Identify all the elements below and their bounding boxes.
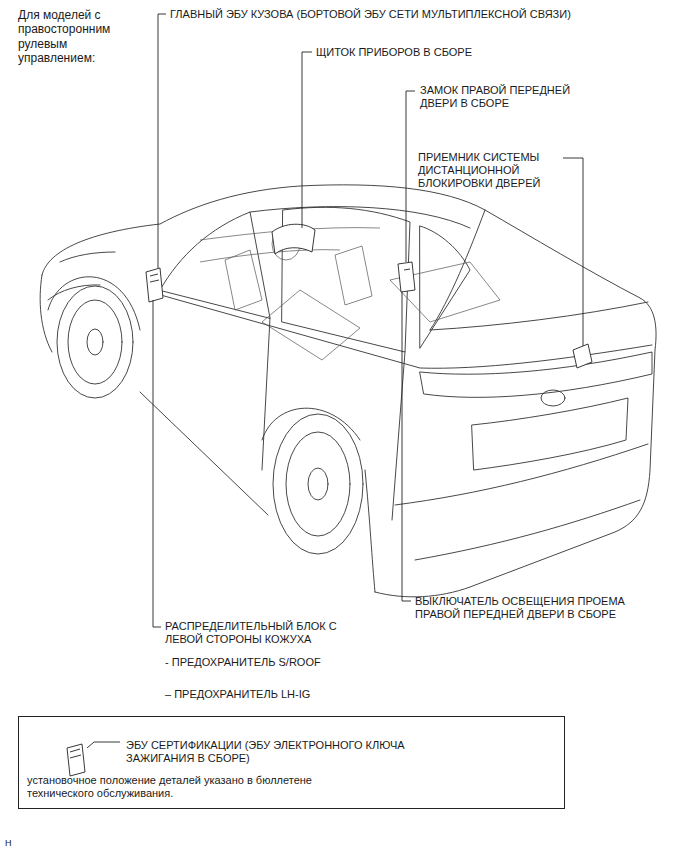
component bbox=[272, 224, 315, 254]
leader-line bbox=[406, 91, 415, 262]
car-body bbox=[150, 292, 652, 368]
car-body bbox=[395, 444, 648, 505]
car-body bbox=[57, 286, 133, 398]
car-body bbox=[48, 277, 140, 330]
car-body bbox=[415, 500, 640, 560]
note-text: установочное положение деталей указано в… bbox=[27, 774, 375, 800]
leader-line bbox=[87, 14, 583, 748]
car-body bbox=[87, 329, 103, 355]
car-body bbox=[40, 185, 656, 597]
ecu-icon bbox=[67, 744, 85, 776]
part-label: РАСПРЕДЕЛИТЕЛЬНЫЙ БЛОК С ЛЕВОЙ СТОРОНЫ К… bbox=[165, 620, 361, 646]
car-body bbox=[273, 414, 363, 554]
part-label: ПРИЕМНИК СИСТЕМЫ ДИСТАНЦИОННОЙ БЛОКИРОВК… bbox=[418, 151, 560, 191]
note-box: ЭБУ СЕРТИФИКАЦИИ (ЭБУ ЭЛЕКТРОННОГО КЛЮЧА… bbox=[18, 716, 565, 809]
interior bbox=[200, 250, 340, 262]
component bbox=[398, 262, 415, 292]
car-body bbox=[140, 392, 268, 515]
car-body bbox=[262, 318, 270, 470]
ecu-icon bbox=[70, 749, 81, 758]
leader-line bbox=[402, 292, 411, 601]
car-body bbox=[420, 226, 470, 348]
leader-line bbox=[153, 300, 161, 627]
interior bbox=[390, 262, 500, 322]
part-label: - ПРЕДОХРАНИТЕЛЬ S/ROOF bbox=[165, 656, 321, 669]
page-mark: H bbox=[5, 838, 12, 849]
component bbox=[404, 269, 410, 270]
component bbox=[146, 268, 163, 302]
figure-title: Для моделей с правосторонним рулевым упр… bbox=[18, 8, 120, 66]
car-body bbox=[42, 185, 656, 597]
car-body bbox=[430, 302, 648, 330]
leader-line bbox=[302, 52, 312, 228]
ecu-icon bbox=[67, 744, 85, 776]
part-label: ГЛАВНЫЙ ЭБУ КУЗОВА (БОРТОВОЙ ЭБУ СЕТИ МУ… bbox=[170, 8, 571, 21]
car-body bbox=[68, 300, 122, 384]
component bbox=[150, 274, 159, 282]
part-label: ЭБУ СЕРТИФИКАЦИИ (ЭБУ ЭЛЕКТРОННОГО КЛЮЧА… bbox=[126, 739, 444, 765]
car-body bbox=[250, 207, 470, 228]
interior bbox=[335, 246, 372, 305]
component bbox=[146, 224, 592, 368]
leader-line bbox=[158, 14, 166, 268]
car-body bbox=[160, 212, 270, 318]
car-body bbox=[541, 390, 565, 406]
car-body bbox=[420, 352, 652, 397]
car-body bbox=[392, 352, 405, 520]
car-body bbox=[472, 398, 628, 470]
part-label: ЗАМОК ПРАВОЙ ПЕРЕДНЕЙ ДВЕРИ В СБОРЕ bbox=[420, 84, 590, 110]
car-body bbox=[262, 408, 360, 440]
leader-line bbox=[87, 742, 120, 748]
car-body bbox=[365, 470, 375, 592]
car-body bbox=[40, 275, 52, 352]
part-label: ЩИТОК ПРИБОРОВ В СБОРЕ bbox=[316, 46, 472, 59]
part-label: ВЫКЛЮЧАТЕЛЬ ОСВЕЩЕНИЯ ПРОЕМА ПРАВОЙ ПЕРЕ… bbox=[415, 595, 647, 621]
car-body bbox=[60, 252, 115, 262]
car-body bbox=[48, 285, 100, 300]
interior bbox=[200, 228, 500, 360]
component bbox=[573, 344, 592, 368]
car-body bbox=[308, 468, 328, 500]
interior bbox=[225, 250, 262, 310]
part-label: – ПРЕДОХРАНИТЕЛЬ LH-IG bbox=[165, 688, 310, 701]
leader-line bbox=[563, 158, 583, 346]
interior bbox=[262, 290, 360, 360]
car-body bbox=[286, 432, 350, 536]
